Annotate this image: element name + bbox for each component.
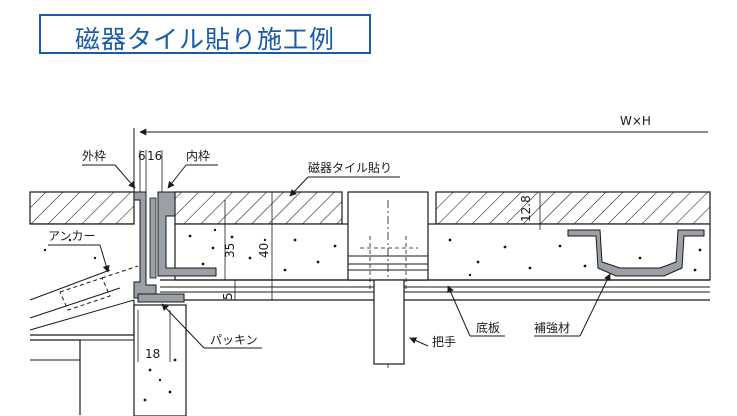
inner-frame-label: 内枠 (186, 149, 210, 163)
wxh-label: W×H (620, 114, 651, 128)
wxh-dimension: W×H (133, 114, 708, 192)
lower-concrete-block (133, 304, 187, 416)
packing-shape (137, 293, 185, 303)
dim-35: 35 (223, 243, 237, 258)
reinforcement-label: 補強材 (534, 321, 570, 335)
dim-18: 18 (145, 347, 160, 361)
dim-5: 5 (221, 292, 235, 300)
dim-12-8: 12.8 (519, 195, 533, 222)
dim-40: 40 (257, 243, 271, 258)
handle-assembly (347, 191, 429, 370)
anchor-shape (59, 265, 139, 311)
reinforcement-profile (567, 229, 705, 277)
tile-layer-left (29, 191, 135, 225)
bottom-plate-label: 底板 (476, 320, 500, 335)
outer-frame-profile (133, 191, 157, 299)
tile-layer-middle (174, 191, 343, 225)
tile-layer-right (435, 191, 711, 225)
page-title: 磁器タイル貼り施工例 (74, 25, 335, 54)
concrete-dots (188, 228, 702, 277)
handle-label: 把手 (432, 335, 456, 349)
dim-16: 16 (147, 149, 162, 163)
outer-frame-label: 外枠 (82, 149, 106, 163)
title-box: 磁器タイル貼り施工例 (39, 14, 371, 54)
tile-label: 磁器タイル貼り (308, 160, 392, 175)
anchor-label: アンカー (48, 229, 96, 243)
dim-6: 6 (138, 149, 146, 163)
packing-label: パッキン (210, 333, 258, 347)
inner-frame-profile (157, 191, 217, 277)
